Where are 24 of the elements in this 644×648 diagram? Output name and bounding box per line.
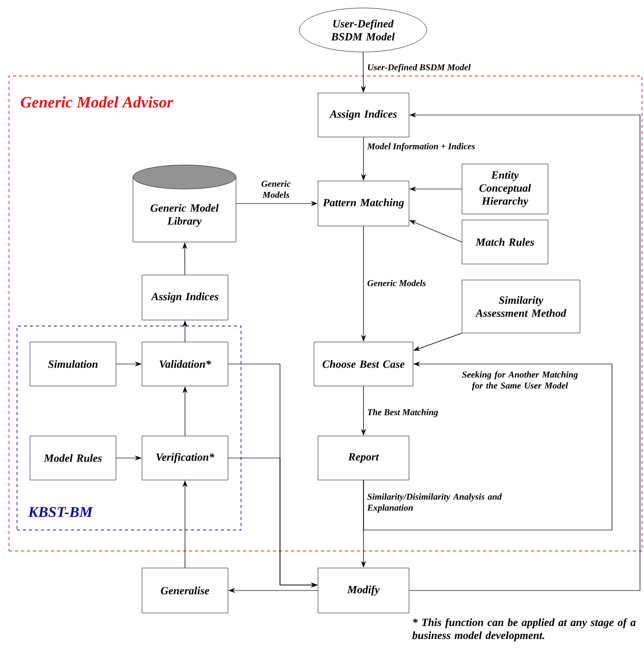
node-label: Generic Model Library (150, 204, 219, 227)
process-box: Assign Indices (318, 92, 410, 138)
edge-label: The Best Matching (368, 408, 438, 418)
process-box: Assign Indices (142, 274, 228, 320)
edge-label: Similarity/Disimilarity Analysis and Explanation (367, 493, 502, 513)
process-box: Match Rules (462, 220, 548, 264)
process-box: Validation* (142, 342, 228, 386)
database-cylinder: Generic Model Library (132, 164, 236, 242)
process-box: Model Rules (30, 436, 116, 480)
edge-label: Model Information + Indices (367, 142, 475, 152)
edge-label: Generic Models (262, 180, 291, 198)
process-box: Verification* (142, 436, 228, 480)
process-box: Similarity Assessment Method (462, 280, 580, 334)
edge-label: Seeking for Another Matching for the Same User Model (462, 371, 578, 390)
process-box: Generalise (142, 568, 228, 614)
footnote: * This function can be applied at any stage of a business model development. (412, 618, 636, 642)
process-box: Simulation (30, 342, 116, 386)
edge-label: Generic Models (368, 280, 426, 286)
process-box: Choose Best Case (314, 342, 414, 386)
process-box: Entity Conceptual Hierarchy (462, 164, 548, 214)
edge-label: User-Defined BSDM Model (368, 64, 471, 72)
process-box: Report (318, 436, 410, 480)
process-box: Pattern Matching (318, 180, 410, 226)
process-box: Modify (318, 568, 410, 614)
